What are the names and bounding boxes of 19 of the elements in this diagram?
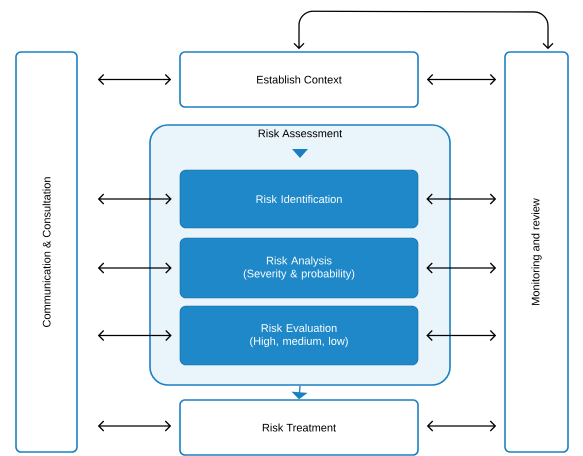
arrow: [98, 74, 172, 85]
arrow: [426, 74, 496, 85]
panel-heading: Risk Assessment: [258, 129, 342, 138]
arrow: [98, 330, 172, 341]
process-box: Establish Context: [179, 51, 419, 108]
arrow: [426, 420, 496, 432]
process-box: Risk Treatment: [179, 399, 419, 456]
side-box: Monitoring and review: [504, 51, 569, 453]
step-box: Risk Identification: [180, 170, 418, 228]
arrow: [426, 330, 496, 341]
arrow: [426, 262, 496, 274]
step-box: Risk Evaluation (High, medium, low): [180, 306, 418, 366]
step-box: Risk Analysis (Severity & probability): [180, 238, 418, 298]
arrow: [426, 194, 496, 204]
arrow: [98, 194, 172, 204]
arrow: [294, 10, 554, 50]
side-box: Communication & Consultation: [15, 51, 78, 453]
arrow: [98, 420, 172, 432]
arrow: [98, 262, 172, 274]
